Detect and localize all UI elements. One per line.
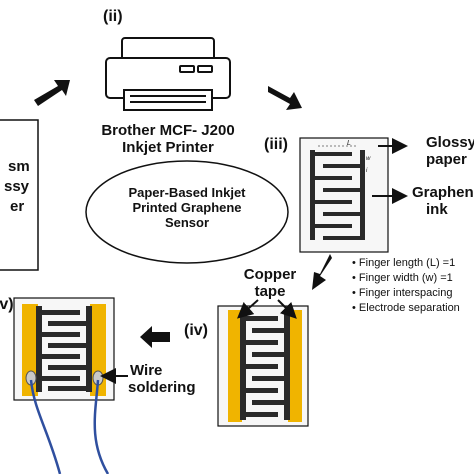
spec-finger-length: • Finger length (L) =1 xyxy=(352,257,456,269)
callout-copper-right xyxy=(277,299,297,319)
arrow-ii-to-iii xyxy=(268,86,302,110)
spec-finger-width: • Finger width (w) =1 xyxy=(352,271,453,284)
center-oval-line-2: Printed Graphene xyxy=(132,199,242,215)
printer-model: Brother MCF- J200 xyxy=(101,122,235,139)
left-panel-line-2: ssy xyxy=(4,178,30,195)
graphene-electrode-v xyxy=(36,306,92,392)
arrow-iii-to-iv xyxy=(312,254,332,290)
callout-copper-tape: Copper tape xyxy=(238,266,302,301)
step-label-ii: (ii) xyxy=(103,8,123,25)
wire-left xyxy=(29,379,62,474)
graphene-electrode-iv xyxy=(240,312,290,420)
spec-list: • Finger length (L) =1 • Finger width (w… xyxy=(352,256,460,315)
printer-type: Inkjet Printer xyxy=(122,139,214,157)
graphene-ink-line-2: ink xyxy=(426,201,448,219)
dim-label-width: w xyxy=(366,156,371,162)
center-oval-line-3: Sensor xyxy=(164,214,210,230)
copper-tape-line-2: tape xyxy=(254,283,286,301)
callout-graphene-ink: Graphene ink xyxy=(412,184,474,219)
step-label-iv: (iv) xyxy=(184,322,208,339)
glossy-paper-line-1: Glossy xyxy=(426,134,474,151)
wire-soldering-line-1: Wire xyxy=(130,362,163,379)
dim-label-length: L xyxy=(347,140,351,147)
copper-tape-line-1: Copper xyxy=(243,266,297,283)
callout-glossy-paper: Glossy paper xyxy=(426,134,474,169)
spec-finger-interspacing: • Finger interspacing xyxy=(352,286,453,299)
printer-icon xyxy=(105,37,231,111)
step-label-iii: (iii) xyxy=(264,136,288,153)
center-oval-text: Paper-Based Inkjet Printed Graphene Sens… xyxy=(96,185,278,231)
step-label-v: (v) xyxy=(0,296,14,313)
dim-label-spacing: i xyxy=(366,168,368,174)
center-oval xyxy=(85,160,289,264)
arrow-iv-to-v xyxy=(140,326,170,348)
wire-right xyxy=(93,379,110,474)
printer-caption: Brother MCF- J200 Inkjet Printer xyxy=(88,122,248,157)
arrow-i-to-ii xyxy=(34,80,70,106)
left-panel-line-3: er xyxy=(10,198,25,215)
callout-copper-left xyxy=(237,299,259,319)
spec-electrode-separation: • Electrode separation xyxy=(352,301,460,314)
step-i-paper-panel xyxy=(0,119,39,271)
callout-wire-soldering: Wire soldering xyxy=(128,362,196,397)
center-oval-line-1: Paper-Based Inkjet xyxy=(128,185,246,200)
glossy-paper-line-2: paper xyxy=(426,151,467,169)
wire-soldering-line-2: soldering xyxy=(128,379,196,397)
left-panel-line-1: sm xyxy=(8,158,30,175)
copper-tape-left xyxy=(228,310,242,422)
graphene-electrode-iii xyxy=(310,150,365,240)
graphene-ink-line-1: Graphene xyxy=(412,184,474,201)
copper-tape-right xyxy=(288,310,302,422)
